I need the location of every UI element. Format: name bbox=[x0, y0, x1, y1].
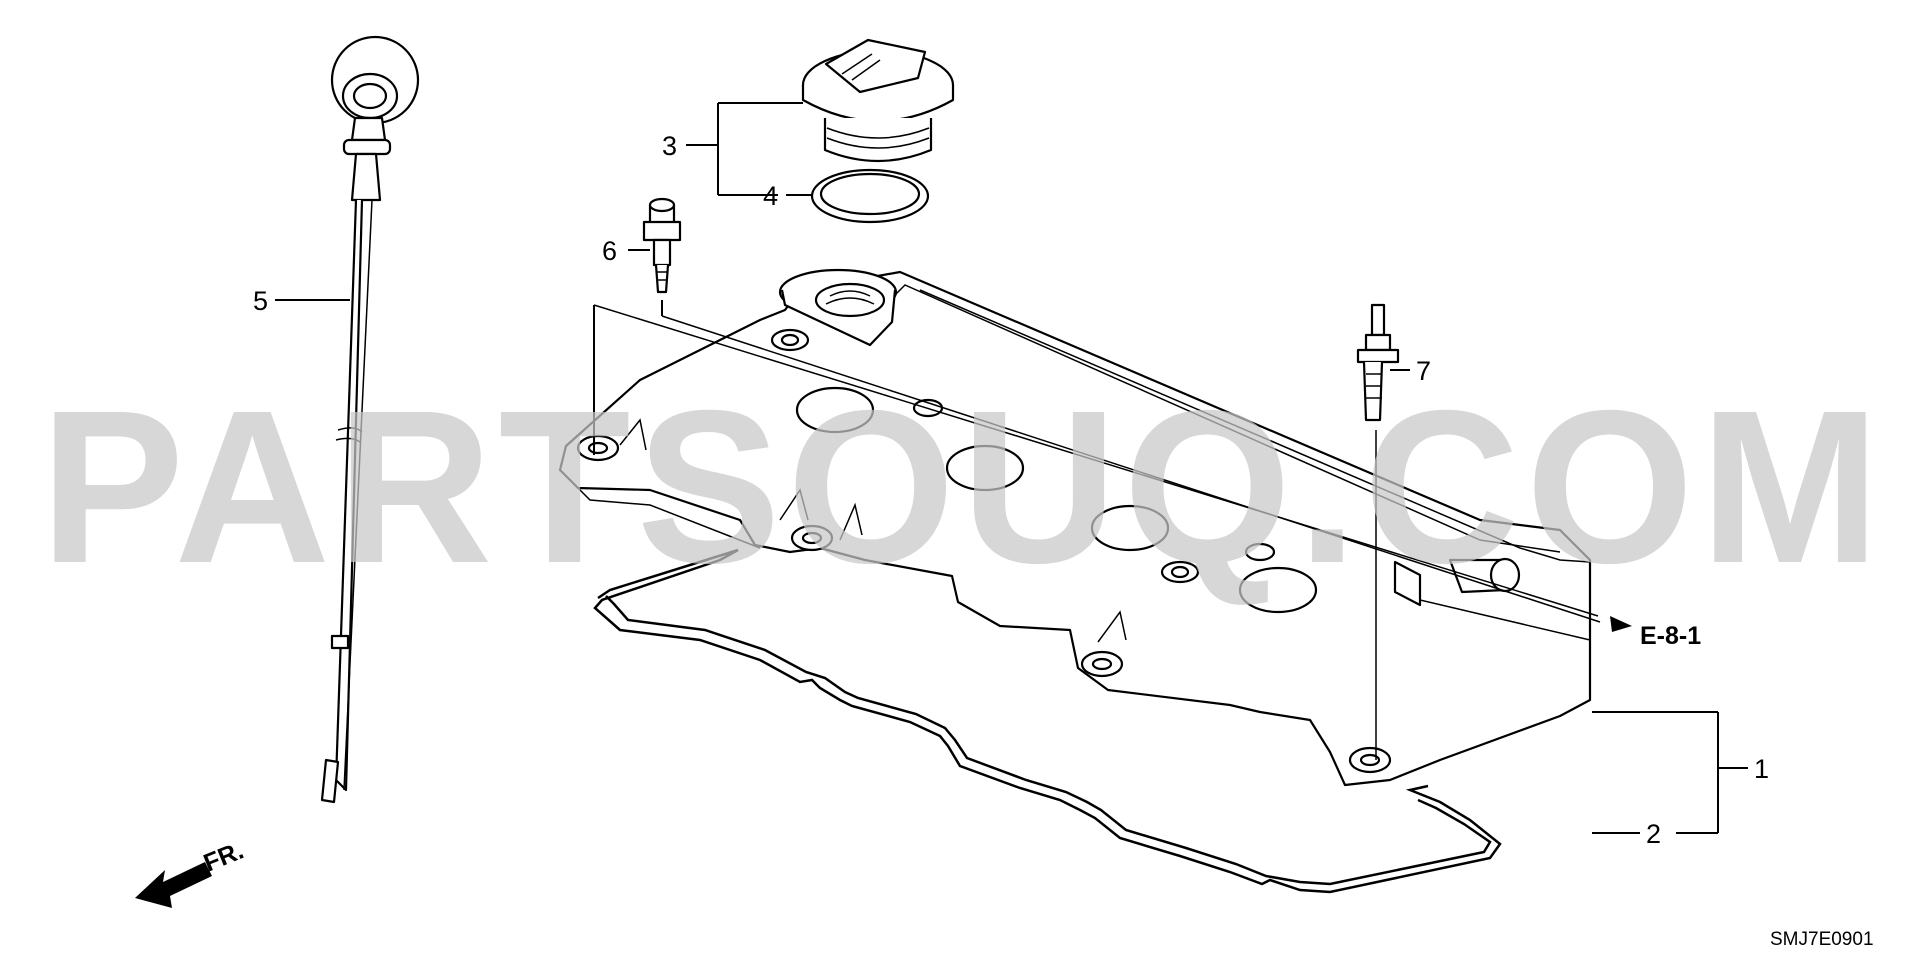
callout-1[interactable]: 1 bbox=[1754, 754, 1769, 784]
reference-label[interactable]: E-8-1 bbox=[1640, 622, 1701, 650]
front-direction-arrow: FR. bbox=[135, 837, 248, 908]
part-dipstick[interactable] bbox=[320, 35, 420, 804]
direction-label: FR. bbox=[200, 837, 248, 878]
callout-5[interactable]: 5 bbox=[253, 286, 268, 316]
diagram-code: SMJ7E0901 bbox=[1770, 929, 1874, 950]
callout-2[interactable]: 2 bbox=[1646, 819, 1661, 849]
part-bolt[interactable] bbox=[642, 197, 682, 294]
part-gasket[interactable] bbox=[593, 548, 1502, 894]
part-stud-bolt[interactable] bbox=[1356, 303, 1400, 422]
callout-3[interactable]: 3 bbox=[662, 131, 677, 161]
callout-4[interactable]: 4 bbox=[763, 181, 778, 211]
watermark-text: PARTSOUQ.COM bbox=[40, 366, 1886, 609]
part-head-cover[interactable] bbox=[558, 268, 1592, 787]
callout-7[interactable]: 7 bbox=[1416, 356, 1431, 386]
part-o-ring[interactable] bbox=[810, 168, 930, 224]
callout-6[interactable]: 6 bbox=[602, 236, 617, 266]
part-oil-filler-cap[interactable] bbox=[801, 38, 955, 163]
leader-lines bbox=[275, 102, 1748, 834]
